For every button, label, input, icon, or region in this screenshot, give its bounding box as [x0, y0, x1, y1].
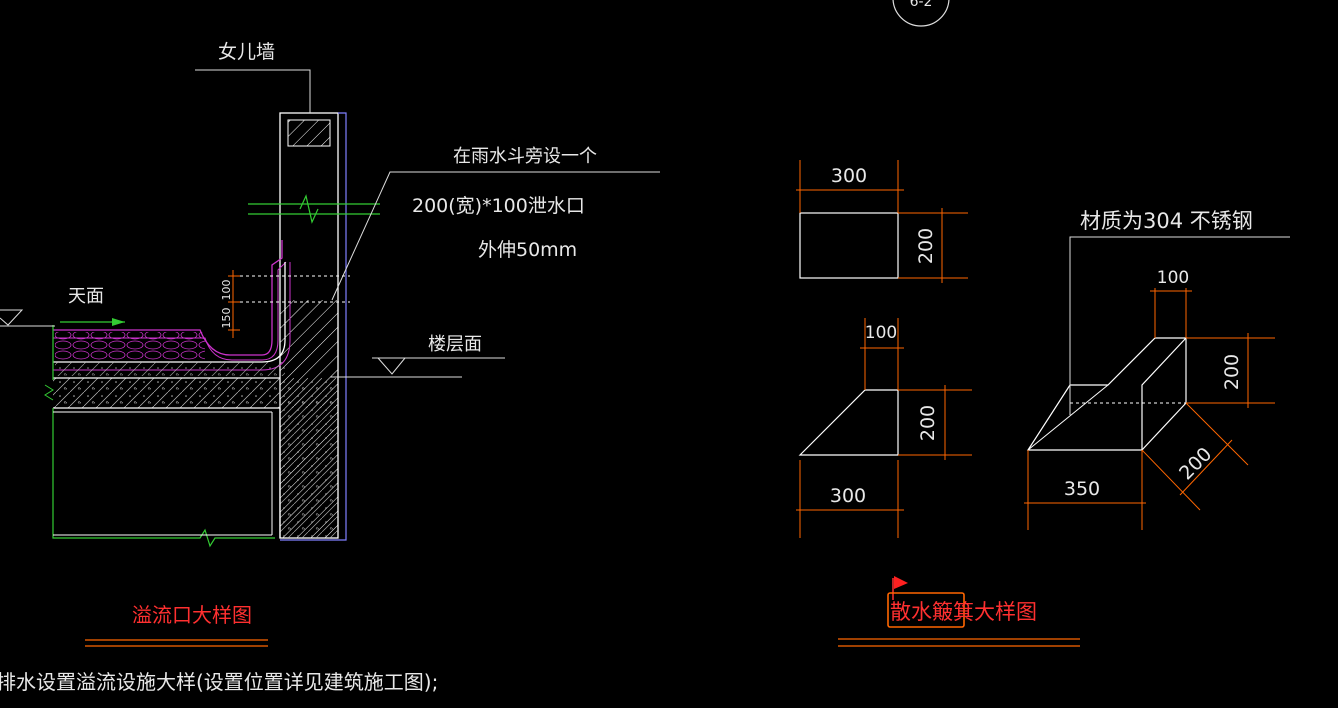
material-label: 材质为304 不锈钢 [1080, 209, 1253, 233]
front-height-dim: 200 [915, 228, 937, 264]
dim-100-label: 100 [220, 280, 233, 301]
side-height-dim: 200 [917, 405, 939, 441]
splash-detail-title: 散水簸箕大样图 [890, 600, 1037, 624]
side-bottom-dim: 300 [830, 485, 866, 507]
callout-line-1: 在雨水斗旁设一个 [453, 146, 597, 167]
floor-level-label: 楼层面 [428, 334, 482, 355]
iso-height-dim: 200 [1221, 354, 1243, 390]
callout-line-2: 200(宽)*100泄水口 [412, 195, 585, 217]
room-below-break [52, 408, 275, 548]
splash-tray-detail-drawing: 300 200 100 200 300 材质为304 不锈钢 1 [796, 160, 1290, 647]
splash-title-selection[interactable] [887, 576, 965, 628]
overflow-detail-title: 溢流口大样图 [132, 603, 252, 627]
side-top-dim: 100 [865, 323, 897, 343]
iso-top-dim: 100 [1157, 268, 1189, 288]
callout-line-3: 外伸50mm [478, 239, 577, 261]
notes-line-2: … [0, 697, 16, 708]
notes-line-1: 排水设置溢流设施大样(设置位置详见建筑施工图); [0, 670, 438, 694]
parapet-finish-line [280, 112, 347, 541]
front-width-dim: 300 [831, 165, 867, 187]
roof-surface-label: 天面 [68, 286, 104, 307]
flag-icon [894, 576, 908, 589]
dim-150-label: 150 [220, 308, 233, 329]
overflow-detail-drawing: 100 150 女儿墙 在雨水斗旁设一个 200(宽)*100泄水口 外伸50m… [0, 41, 660, 647]
flow-arrow-head [112, 318, 125, 326]
detail-marker-text: 6-2 [910, 0, 933, 10]
parapet-label: 女儿墙 [218, 41, 275, 63]
iso-depth-dim: 200 [1175, 443, 1216, 484]
iso-width-dim: 350 [1064, 478, 1100, 500]
detail-marker-circle: 6-2 [892, 0, 950, 27]
